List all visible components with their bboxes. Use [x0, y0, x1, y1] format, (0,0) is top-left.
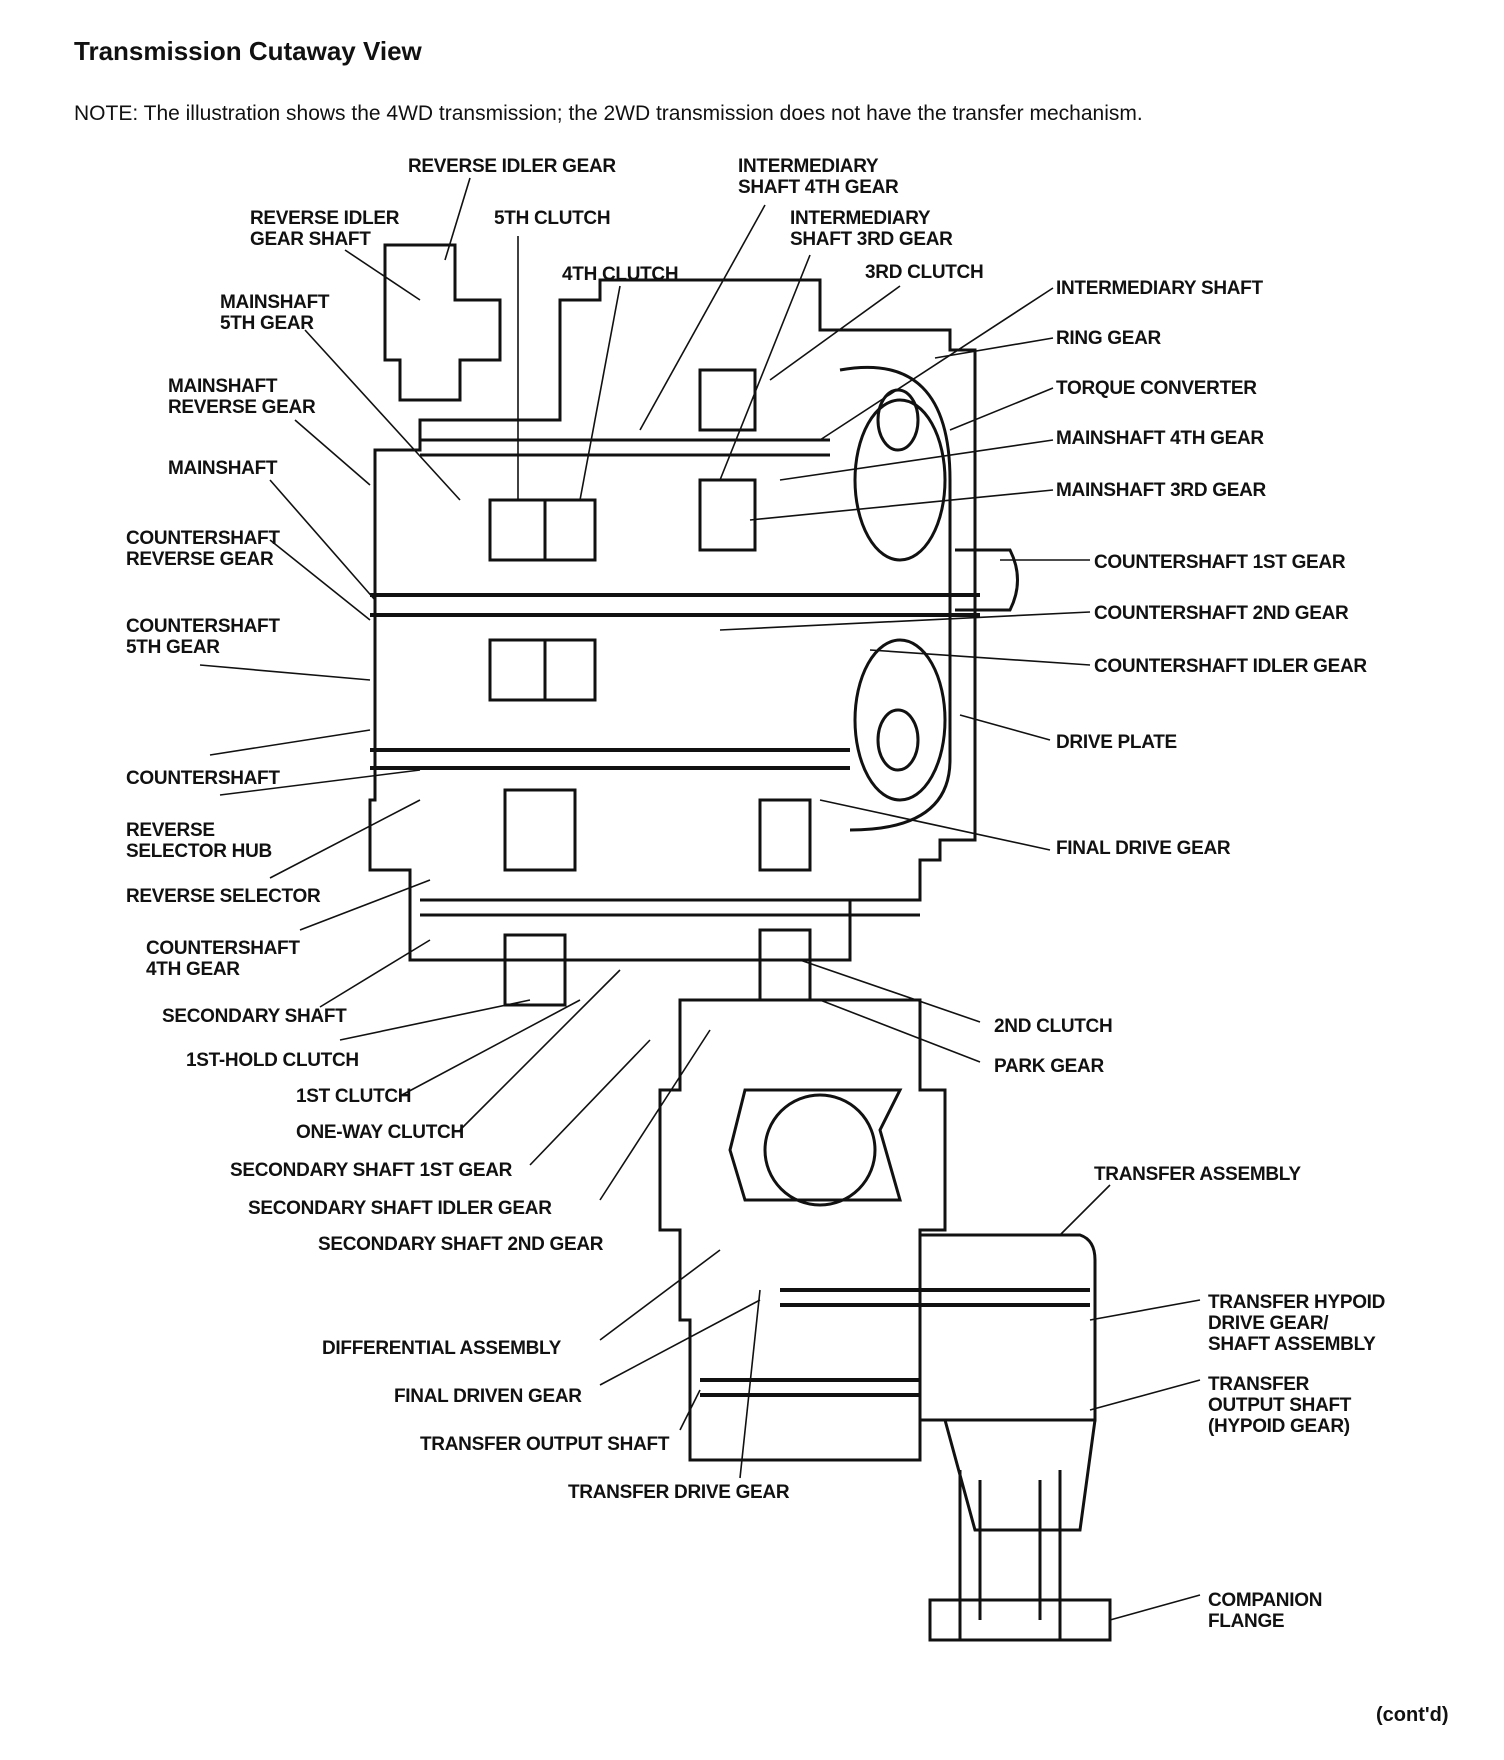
label-1st-clutch: 1ST CLUTCH	[296, 1086, 412, 1107]
label-intermediary-shaft: INTERMEDIARY SHAFT	[1056, 278, 1263, 299]
label-transfer-output-shaft: TRANSFER OUTPUT SHAFT	[420, 1434, 670, 1455]
note-text: NOTE: The illustration shows the 4WD tra…	[74, 102, 1143, 125]
label-transfer-drive-gear: TRANSFER DRIVE GEAR	[568, 1482, 790, 1503]
label-transfer-output-shaft-hypoid: TRANSFER OUTPUT SHAFT (HYPOID GEAR)	[1208, 1374, 1352, 1437]
label-countershaft-5th-gear: COUNTERSHAFT 5TH GEAR	[126, 616, 280, 658]
label-reverse-idler-gear: REVERSE IDLER GEAR	[408, 156, 616, 177]
label-secondary-shaft-idler-gear: SECONDARY SHAFT IDLER GEAR	[248, 1198, 552, 1219]
label-torque-converter: TORQUE CONVERTER	[1056, 378, 1257, 399]
label-countershaft-idler-gear: COUNTERSHAFT IDLER GEAR	[1094, 656, 1367, 677]
page-title: Transmission Cutaway View	[74, 36, 422, 66]
label-2nd-clutch: 2ND CLUTCH	[994, 1016, 1113, 1037]
label-transfer-assembly: TRANSFER ASSEMBLY	[1094, 1164, 1301, 1185]
label-mainshaft-4th-gear: MAINSHAFT 4TH GEAR	[1056, 428, 1264, 449]
label-secondary-shaft-1st-gear: SECONDARY SHAFT 1ST GEAR	[230, 1160, 513, 1181]
label-countershaft-1st-gear: COUNTERSHAFT 1ST GEAR	[1094, 552, 1346, 573]
label-transfer-hypoid-drive-gear: TRANSFER HYPOID DRIVE GEAR/ SHAFT ASSEMB…	[1208, 1292, 1386, 1355]
label-mainshaft-reverse-gear: MAINSHAFT REVERSE GEAR	[168, 376, 316, 418]
label-mainshaft-5th-gear: MAINSHAFT 5TH GEAR	[220, 292, 330, 334]
label-final-driven-gear: FINAL DRIVEN GEAR	[394, 1386, 582, 1407]
label-countershaft-reverse-gear: COUNTERSHAFT REVERSE GEAR	[126, 528, 280, 570]
label-countershaft-2nd-gear: COUNTERSHAFT 2ND GEAR	[1094, 603, 1349, 624]
continued-footer: (cont'd)	[1376, 1704, 1449, 1726]
label-park-gear: PARK GEAR	[994, 1056, 1104, 1077]
label-secondary-shaft: SECONDARY SHAFT	[162, 1006, 347, 1027]
label-reverse-selector-hub: REVERSE SELECTOR HUB	[126, 820, 272, 862]
label-differential-assembly: DIFFERENTIAL ASSEMBLY	[322, 1338, 561, 1359]
label-one-way-clutch: ONE-WAY CLUTCH	[296, 1122, 464, 1143]
label-reverse-idler-gear-shaft: REVERSE IDLER GEAR SHAFT	[250, 208, 400, 250]
label-4th-clutch: 4TH CLUTCH	[562, 264, 679, 285]
label-secondary-shaft-2nd-gear: SECONDARY SHAFT 2ND GEAR	[318, 1234, 604, 1255]
label-drive-plate: DRIVE PLATE	[1056, 732, 1177, 753]
label-reverse-selector: REVERSE SELECTOR	[126, 886, 321, 907]
label-mainshaft: MAINSHAFT	[168, 458, 278, 479]
label-1st-hold-clutch: 1ST-HOLD CLUTCH	[186, 1050, 359, 1071]
label-companion-flange: COMPANION FLANGE	[1208, 1590, 1323, 1632]
label-5th-clutch: 5TH CLUTCH	[494, 208, 611, 229]
label-intermediary-shaft-3rd-gear: INTERMEDIARY SHAFT 3RD GEAR	[790, 208, 953, 250]
label-final-drive-gear: FINAL DRIVE GEAR	[1056, 838, 1231, 859]
label-countershaft-4th-gear: COUNTERSHAFT 4TH GEAR	[146, 938, 300, 980]
label-countershaft: COUNTERSHAFT	[126, 768, 280, 789]
label-intermediary-shaft-4th-gear: INTERMEDIARY SHAFT 4TH GEAR	[738, 156, 899, 198]
label-ring-gear: RING GEAR	[1056, 328, 1161, 349]
label-mainshaft-3rd-gear: MAINSHAFT 3RD GEAR	[1056, 480, 1266, 501]
label-3rd-clutch: 3RD CLUTCH	[865, 262, 984, 283]
